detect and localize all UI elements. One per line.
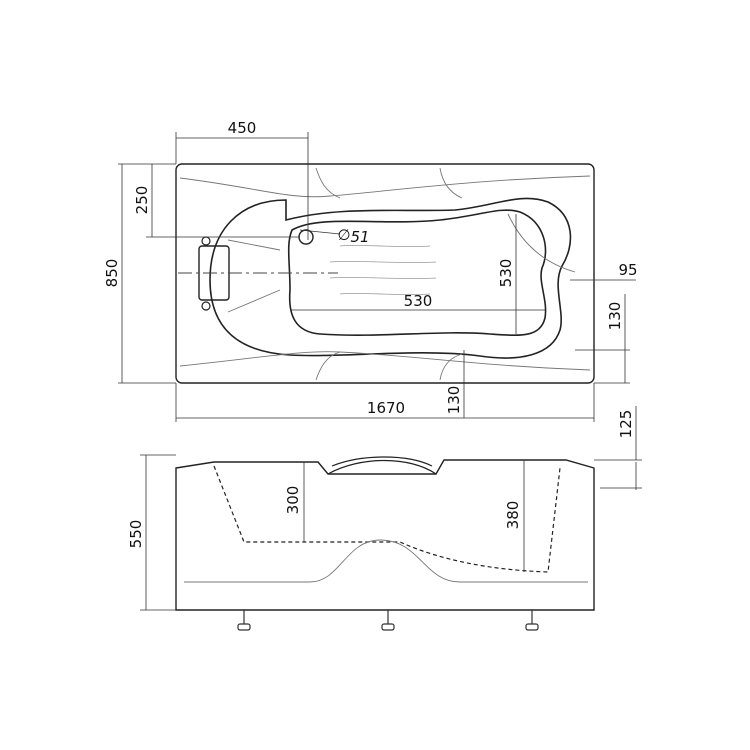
dim-depth-head: 300 — [284, 486, 302, 515]
tub-outline-side — [175, 459, 595, 611]
basin-profile-dashed — [213, 465, 561, 573]
texture-line — [329, 261, 437, 263]
contour-line — [439, 167, 463, 199]
contour-line — [315, 351, 341, 381]
dim-drain-symbol: ∅ — [337, 226, 350, 244]
dim-drain-from-top: 250 — [133, 186, 151, 215]
leg-foot — [237, 623, 251, 631]
dim-inner-length: 530 — [404, 292, 433, 310]
dim-rim-right: 130 — [606, 302, 624, 331]
dim-length: 1670 — [367, 399, 405, 417]
leg-foot — [525, 623, 539, 631]
headrest-knob — [201, 236, 211, 246]
texture-line — [329, 277, 437, 279]
texture-line — [339, 245, 431, 247]
contour-line — [507, 213, 576, 273]
contour-line — [227, 239, 281, 251]
dim-drain-diameter: 51 — [350, 228, 369, 246]
support-contour — [184, 539, 588, 583]
contour-line — [179, 351, 591, 371]
tub-legs — [237, 610, 539, 631]
contour-line — [227, 289, 281, 313]
drain-hole — [298, 229, 314, 245]
side-dimensions — [140, 406, 642, 611]
dim-end-offset: 95 — [618, 261, 637, 279]
texture-line — [339, 293, 431, 295]
plan-dimensions — [118, 132, 636, 422]
leg-foot — [381, 623, 395, 631]
dim-height: 550 — [127, 520, 145, 549]
overflow-arc — [331, 456, 433, 467]
overflow-arc — [327, 460, 437, 475]
tub-basin-outline — [209, 197, 572, 359]
plan-view — [175, 163, 595, 384]
dim-depth-foot: 380 — [504, 501, 522, 530]
dim-inner-width: 530 — [497, 259, 515, 288]
dim-rim-height: 125 — [617, 410, 635, 439]
dim-headrest-offset: 450 — [228, 119, 257, 137]
side-view — [175, 456, 595, 611]
dim-width: 850 — [103, 259, 121, 288]
tub-bottom-outline — [287, 209, 547, 336]
contour-line — [439, 353, 463, 381]
headrest-knob — [201, 301, 211, 311]
contour-line — [179, 175, 591, 198]
contour-line — [315, 167, 341, 199]
tub-outline-plan — [175, 163, 595, 384]
dim-rim-bottom: 130 — [445, 386, 463, 415]
